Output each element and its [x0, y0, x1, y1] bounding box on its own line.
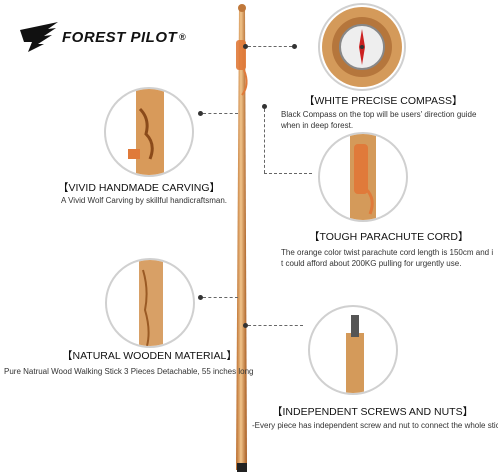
connector-line	[203, 113, 238, 114]
wood-grain-icon	[139, 260, 163, 346]
connector-line	[248, 46, 292, 47]
connector-dot	[292, 44, 297, 49]
parachute-cord-icon	[350, 134, 376, 220]
wolf-carving-icon	[128, 89, 164, 175]
feature-desc-wood: Pure Natrual Wood Walking Stick 3 Pieces…	[4, 367, 254, 376]
screw-photo	[308, 305, 398, 395]
feature-desc-carving: A Vivid Wolf Carving by skillful handicr…	[61, 196, 227, 205]
compass-photo	[318, 3, 406, 91]
connector-line	[264, 109, 265, 173]
feature-heading-compass: 【WHITE PRECISE COMPASS】	[304, 95, 463, 107]
connector-dot	[198, 111, 203, 116]
connector-dot	[243, 44, 248, 49]
wood-material-photo	[105, 258, 195, 348]
feature-heading-cord: 【TOUGH PARACHUTE CORD】	[309, 231, 469, 243]
connector-dot	[262, 104, 267, 109]
connector-dot	[198, 295, 203, 300]
feature-heading-wood: 【NATURAL WOODEN MATERIAL】	[62, 350, 237, 362]
brand-logo: FOREST PILOT ®	[18, 20, 186, 54]
feature-desc-cord-line1: The orange color twist parachute cord le…	[281, 248, 494, 257]
brand-name: FOREST PILOT	[62, 28, 178, 46]
feature-heading-screws: 【INDEPENDENT SCREWS AND NUTS】	[272, 406, 474, 418]
walking-stick-image	[236, 4, 248, 472]
connector-line	[203, 297, 238, 298]
feature-desc-cord-line2: t could afford about 200KG pulling for u…	[281, 259, 462, 268]
connector-dot	[243, 323, 248, 328]
feature-desc-compass: Black Compass on the top will be users' …	[281, 110, 477, 130]
feature-desc-screws: -Every piece has independent screw and n…	[252, 421, 498, 430]
compass-icon	[322, 7, 402, 87]
cord-photo	[318, 132, 408, 222]
connector-line	[264, 173, 312, 174]
feature-heading-carving: 【VIVID HANDMADE CARVING】	[58, 182, 220, 194]
registered-mark: ®	[179, 32, 187, 42]
screw-icon	[346, 315, 364, 393]
connector-line	[248, 325, 303, 326]
eagle-wing-icon	[20, 22, 58, 52]
carving-photo	[104, 87, 194, 177]
